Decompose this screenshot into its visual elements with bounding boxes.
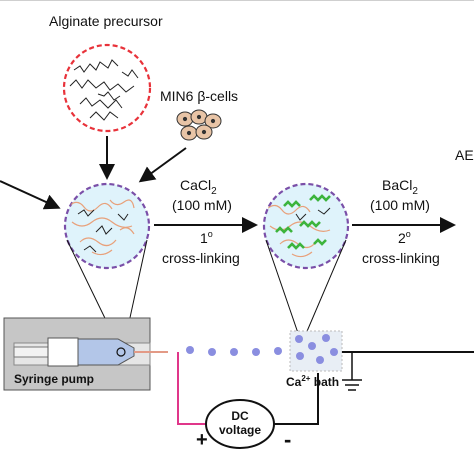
arrow-cells-to-bead — [138, 147, 187, 183]
ca-bead-strands — [267, 204, 331, 258]
dc-label: DC — [231, 409, 249, 423]
syringe-barrel — [77, 338, 135, 366]
step2-reagent: BaCl2 — [382, 177, 418, 197]
mixed-bead-outline — [63, 182, 151, 270]
plunger-block — [47, 337, 79, 367]
negative-wire — [273, 373, 319, 425]
voltage-label: voltage — [219, 423, 261, 437]
bath-label: Ca2+ bath — [286, 374, 339, 389]
mixed-bead-chains — [77, 209, 129, 253]
ca-bath: Ca2+ bath — [286, 330, 343, 389]
dc-source-body — [205, 399, 275, 449]
step1-process: cross-linking — [162, 250, 240, 266]
cells-label: MIN6 β-cells — [160, 88, 238, 104]
syringe-pump: Syringe pump — [3, 317, 168, 391]
step2-concentration: (100 mM) — [370, 197, 430, 213]
cutoff-label: AE — [455, 147, 474, 163]
positive-wire — [177, 352, 206, 425]
plus-sign: + — [196, 429, 208, 451]
cell-cluster — [176, 109, 222, 141]
pump-label: Syringe pump — [14, 372, 94, 386]
ground-icon — [342, 379, 362, 391]
zoom-line-left-2 — [265, 239, 300, 337]
alginate-precursor-circle — [62, 43, 152, 133]
polymer-chains — [69, 59, 139, 121]
ca-bead-chains — [295, 207, 331, 221]
alginate-precursor-label: Alginate precursor — [49, 13, 163, 29]
bath-droplets — [295, 334, 338, 364]
nozzle-bead — [116, 347, 126, 357]
step1-reagent: CaCl2 — [180, 177, 217, 197]
mixed-bead-strands — [69, 199, 135, 256]
zoom-line-right-2 — [304, 239, 347, 337]
step1-concentration: (100 mM) — [172, 197, 232, 213]
falling-droplets — [186, 346, 282, 356]
dc-voltage-source: DC voltage — [205, 399, 275, 449]
step2-order: 2o — [398, 229, 411, 246]
step2-process: cross-linking — [362, 250, 440, 266]
precursor-dashed-outline — [62, 43, 152, 133]
ca-crosslinks — [275, 194, 331, 250]
ca-crosslinked-bead — [262, 182, 350, 270]
mixed-bead-circle — [63, 182, 151, 270]
step1-order: 1o — [200, 229, 213, 246]
arrow-incoming-left — [0, 180, 61, 210]
minus-sign: - — [284, 427, 291, 452]
